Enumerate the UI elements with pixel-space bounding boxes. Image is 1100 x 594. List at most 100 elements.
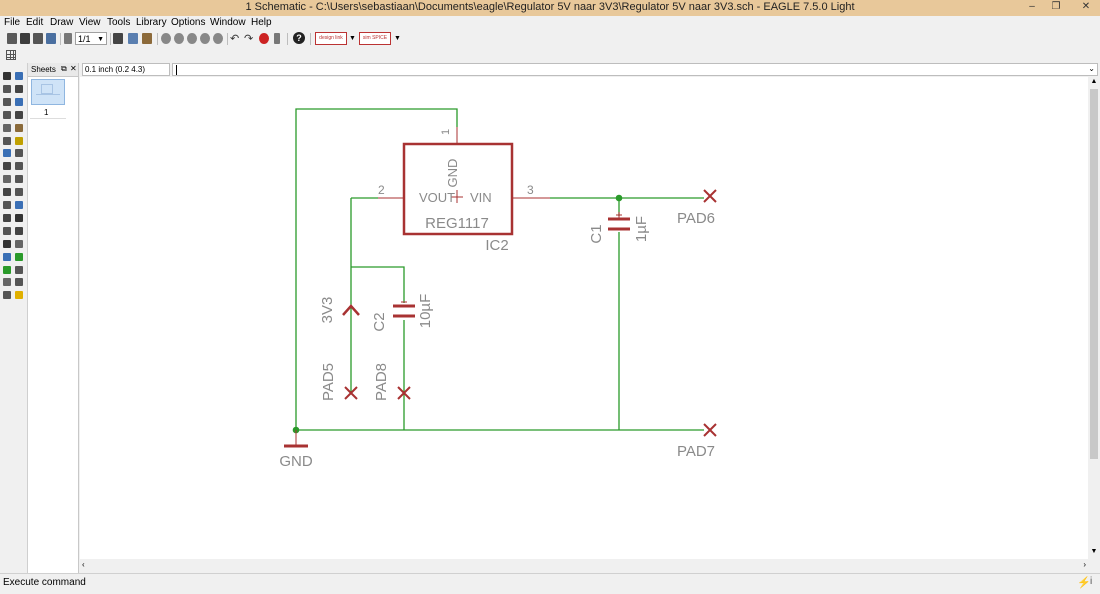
chevron-down-icon[interactable]: ▼: [349, 35, 356, 42]
schematic-canvas[interactable]: GND VOUT VIN REG1117 IC2 1 2 3 C1 1µF C2…: [80, 77, 1088, 559]
ulp-icon[interactable]: [142, 33, 152, 44]
menu-view[interactable]: View: [79, 17, 101, 28]
scroll-right-icon[interactable]: ›: [1083, 560, 1086, 569]
delete-tool-icon[interactable]: [15, 136, 23, 145]
grid-icon[interactable]: [6, 50, 16, 60]
add-tool-icon[interactable]: [3, 149, 11, 158]
scroll-left-icon[interactable]: ‹: [82, 560, 85, 569]
command-line-input[interactable]: ⌄: [172, 63, 1098, 76]
menu-draw[interactable]: Draw: [50, 17, 74, 28]
text-tool-icon[interactable]: [15, 213, 23, 222]
vertical-scroll-thumb[interactable]: [1090, 89, 1098, 459]
board-icon[interactable]: [113, 33, 123, 44]
rotate-tool-icon[interactable]: [15, 110, 23, 119]
capacitor-c2[interactable]: C2 10µF: [371, 294, 434, 332]
chevron-down-icon[interactable]: ▼: [394, 35, 401, 42]
group-tool-icon[interactable]: [3, 123, 11, 132]
dimension-tool-icon[interactable]: [15, 278, 23, 287]
bus-tool-icon[interactable]: [3, 252, 11, 261]
zoom-area-icon[interactable]: [213, 33, 223, 44]
stop-icon[interactable]: [259, 33, 269, 44]
close-button[interactable]: ✕: [1081, 1, 1091, 12]
mirror-tool-icon[interactable]: [3, 110, 11, 119]
menu-library[interactable]: Library: [136, 17, 167, 28]
menu-tools[interactable]: Tools: [107, 17, 131, 28]
menu-window[interactable]: Window: [210, 17, 246, 28]
mark-tool-icon[interactable]: [15, 84, 23, 93]
paste-tool-icon[interactable]: [3, 136, 11, 145]
open-icon[interactable]: [7, 33, 17, 44]
value-tool-icon[interactable]: [15, 175, 23, 184]
script-icon[interactable]: [128, 33, 138, 44]
copy-tool-icon[interactable]: [15, 97, 23, 106]
show-tool-icon[interactable]: [15, 72, 23, 80]
save-icon[interactable]: [20, 33, 30, 44]
zoom-in-icon[interactable]: [174, 33, 184, 44]
pad5[interactable]: PAD5: [320, 363, 358, 401]
chevron-down-icon[interactable]: ⌄: [1088, 64, 1095, 73]
supply-3v3[interactable]: 3V3: [319, 297, 360, 324]
pad7-label: PAD7: [677, 443, 715, 460]
pin-icon[interactable]: ⧉: [61, 64, 67, 73]
zoom-out-icon[interactable]: [187, 33, 197, 44]
sheets-panel-title: Sheets: [31, 65, 56, 74]
design-link-button[interactable]: design link: [315, 32, 347, 45]
sheet-thumbnail[interactable]: [31, 79, 65, 105]
info-tool-icon[interactable]: [3, 72, 11, 80]
name-tool-icon[interactable]: [3, 175, 11, 184]
print-icon[interactable]: [33, 33, 43, 44]
capacitor-c1[interactable]: C1 1µF: [588, 212, 650, 244]
pinswap-tool-icon[interactable]: [15, 149, 23, 158]
zoom-fit-icon[interactable]: [161, 33, 171, 44]
junction-tool-icon[interactable]: [3, 265, 11, 274]
sheet-select[interactable]: 1/1 ▼: [75, 32, 107, 45]
scroll-up-icon[interactable]: ▲: [1090, 78, 1098, 85]
maximize-button[interactable]: ❐: [1051, 1, 1061, 12]
menu-options[interactable]: Options: [171, 17, 206, 28]
close-icon[interactable]: ✕: [70, 64, 77, 73]
menu-file[interactable]: File: [4, 17, 21, 28]
invoke-tool-icon[interactable]: [15, 201, 23, 209]
display-tool-icon[interactable]: [3, 84, 11, 93]
net-tool-icon[interactable]: [15, 252, 23, 261]
ic-value-label: REG1117: [425, 215, 489, 232]
scroll-down-icon[interactable]: ▼: [1090, 548, 1098, 555]
polygon-tool-icon[interactable]: [15, 239, 23, 248]
errors-tool-icon[interactable]: [15, 291, 23, 300]
rect-tool-icon[interactable]: [3, 239, 11, 248]
split-tool-icon[interactable]: [3, 201, 11, 209]
menu-help[interactable]: Help: [251, 17, 272, 28]
miter-tool-icon[interactable]: [15, 188, 23, 197]
undo-icon[interactable]: ↶: [230, 33, 240, 45]
window-title: 1 Schematic - C:\Users\sebastiaan\Docume…: [245, 1, 855, 13]
pad6[interactable]: PAD6: [677, 189, 717, 227]
pad8[interactable]: PAD8: [373, 363, 411, 401]
smash-tool-icon[interactable]: [3, 188, 11, 197]
horizontal-scrollbar[interactable]: ‹ ›: [80, 559, 1088, 572]
pad5-label: PAD5: [320, 363, 337, 401]
vertical-scrollbar[interactable]: ▲ ▼: [1088, 77, 1100, 559]
gateswap-tool-icon[interactable]: [15, 162, 23, 171]
menu-edit[interactable]: Edit: [26, 17, 44, 28]
redo-icon[interactable]: ↷: [244, 33, 254, 45]
replace-tool-icon[interactable]: [3, 162, 11, 171]
erc-tool-icon[interactable]: [3, 291, 11, 300]
help-icon[interactable]: ?: [293, 32, 305, 44]
wire-tool-icon[interactable]: [3, 213, 11, 222]
change-tool-icon[interactable]: [15, 123, 23, 132]
arc-tool-icon[interactable]: [15, 226, 23, 235]
toolbar-separator: [60, 33, 61, 45]
attribute-tool-icon[interactable]: [3, 278, 11, 287]
go-icon[interactable]: [274, 33, 280, 44]
label-tool-icon[interactable]: [15, 265, 23, 274]
minimize-button[interactable]: –: [1029, 1, 1035, 12]
cam-processor-icon[interactable]: [46, 33, 56, 44]
redraw-icon[interactable]: [200, 33, 210, 44]
move-tool-icon[interactable]: [3, 97, 11, 106]
supply-gnd[interactable]: GND: [279, 430, 313, 470]
pad7[interactable]: PAD7: [677, 423, 717, 460]
circle-tool-icon[interactable]: [3, 226, 11, 235]
sim-spice-button[interactable]: sim SPICE: [359, 32, 391, 45]
sheets-panel: [28, 63, 79, 573]
ic2-regulator[interactable]: GND VOUT VIN REG1117 IC2 1 2 3: [378, 127, 550, 254]
